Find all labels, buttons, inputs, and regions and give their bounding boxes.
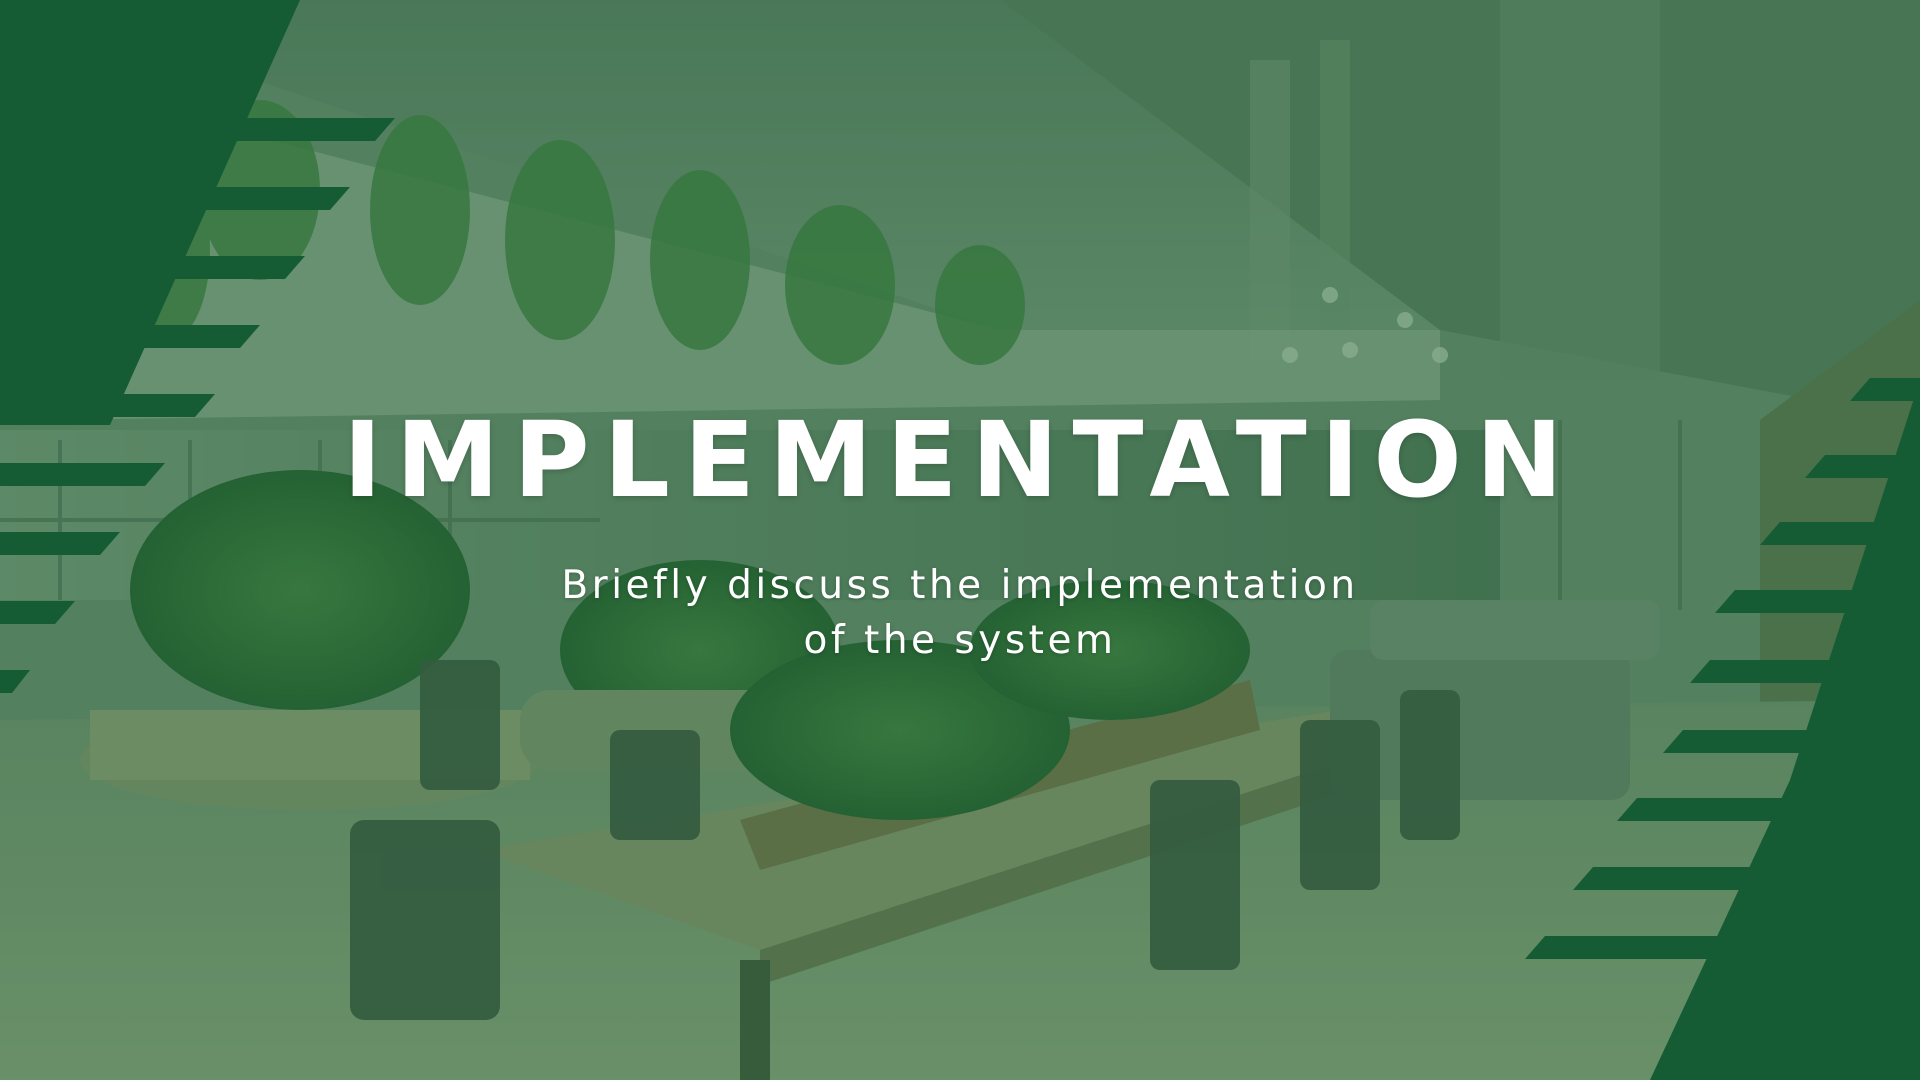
subtitle-line-1: Briefly discuss the implementation (561, 563, 1359, 608)
right-stripe-decoration (1525, 378, 1920, 1080)
slide-subtitle: Briefly discuss the implementation of th… (460, 558, 1460, 668)
left-stripe-decoration (0, 0, 395, 693)
subtitle-line-2: of the system (803, 618, 1117, 663)
slide-title: IMPLEMENTATION (343, 399, 1577, 521)
